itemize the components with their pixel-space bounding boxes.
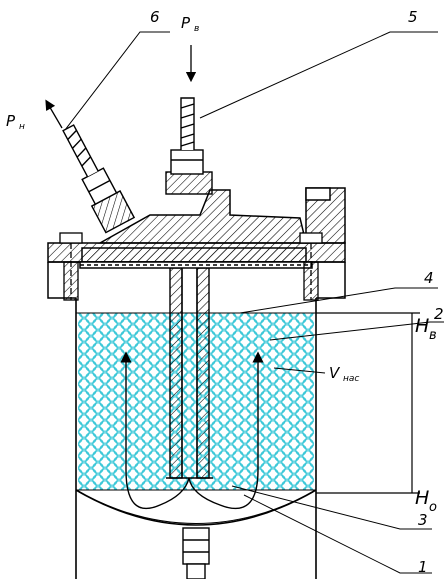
svg-text:H: H xyxy=(415,487,429,509)
inlet-fitting xyxy=(165,97,213,195)
label-3: 3 xyxy=(418,511,428,529)
label-v-sat: V нас xyxy=(329,364,359,384)
label-1: 1 xyxy=(418,558,428,576)
label-2: 2 xyxy=(434,305,444,323)
adsorbent-bed xyxy=(78,313,314,490)
lid xyxy=(47,187,346,299)
flow-deflector xyxy=(120,351,264,510)
outlet-fitting xyxy=(62,124,136,234)
svg-text:в: в xyxy=(429,328,437,343)
flow-arrows xyxy=(45,45,197,129)
left-bolt xyxy=(59,232,83,301)
label-5: 5 xyxy=(408,8,418,26)
label-p-inlet: P в xyxy=(181,14,199,34)
svg-text:V: V xyxy=(329,364,341,382)
bottom-fitting xyxy=(182,527,210,579)
label-h-bottom: H о xyxy=(415,487,437,515)
svg-text:P: P xyxy=(181,14,191,32)
svg-text:нас: нас xyxy=(343,374,359,384)
svg-text:H: H xyxy=(415,315,429,337)
svg-text:о: о xyxy=(429,500,437,515)
label-4: 4 xyxy=(424,269,434,287)
label-h-top: H в xyxy=(415,315,437,343)
right-bolt xyxy=(299,232,323,301)
vessel-body xyxy=(75,298,317,579)
svg-text:в: в xyxy=(194,24,199,34)
svg-text:P: P xyxy=(6,112,16,130)
leader-lines xyxy=(64,31,444,574)
level-indicator xyxy=(316,312,420,494)
svg-text:н: н xyxy=(19,122,25,132)
label-6: 6 xyxy=(150,8,160,26)
label-p-outlet: P н xyxy=(6,112,25,132)
